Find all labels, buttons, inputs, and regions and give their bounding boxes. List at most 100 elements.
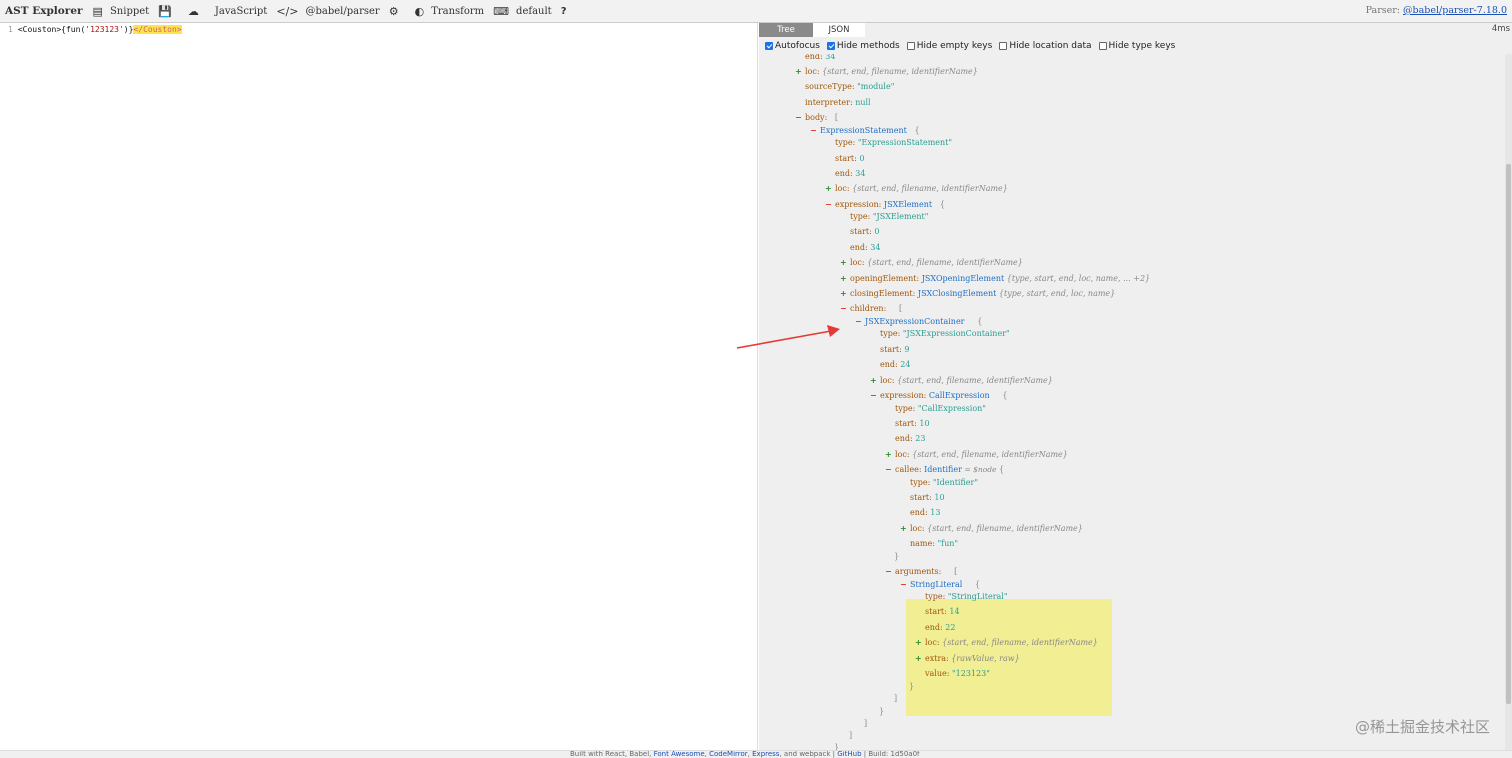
collapse-icon[interactable]: −	[870, 391, 877, 400]
collapse-icon[interactable]: −	[795, 113, 802, 122]
footer-link-fontawesome[interactable]: Font Awesome	[653, 750, 705, 758]
code-text: <Couston>{fun(	[17, 25, 86, 34]
collapse-icon[interactable]: −	[855, 317, 862, 326]
collapse-icon[interactable]: −	[840, 304, 847, 313]
language-menu[interactable]: JavaScript	[215, 6, 267, 17]
expand-icon[interactable]: +	[885, 450, 892, 459]
tree-row[interactable]: +loc: {start, end, filename, identifierN…	[795, 67, 978, 76]
expand-icon[interactable]: +	[915, 638, 922, 647]
option-autofocus[interactable]: Autofocus	[765, 41, 820, 51]
code-editor[interactable]: 1<Couston>{fun('123123')}</Couston>	[0, 23, 758, 750]
hide-empty-keys-checkbox[interactable]	[906, 41, 915, 50]
keymap-menu[interactable]: ⌨ default	[493, 6, 552, 17]
ast-tree: end: 34 +loc: {start, end, filename, ide…	[759, 54, 1504, 750]
line-number: 1	[8, 25, 13, 34]
expand-icon[interactable]: +	[900, 524, 907, 533]
expand-icon[interactable]: +	[870, 376, 877, 385]
parser-version-link[interactable]: @babel/parser-7.18.0	[1403, 5, 1507, 16]
gear-icon: ⚙	[388, 4, 399, 18]
tree-row: }	[909, 682, 915, 691]
toolbar: AST Explorer ▤ Snippet 💾 ☁ JavaScript </…	[0, 0, 1512, 23]
tree-row[interactable]: +closingElement: JSXClosingElement {type…	[840, 289, 1116, 298]
tree-row[interactable]: −body: [	[795, 113, 839, 122]
tree-row[interactable]: −children: [	[840, 304, 903, 313]
tree-row: end: 34	[835, 169, 866, 178]
tree-row[interactable]: −JSXExpressionContainer {	[855, 317, 983, 326]
tree-row: start: 9	[880, 345, 910, 354]
option-hide-empty-keys[interactable]: Hide empty keys	[906, 41, 992, 51]
tree-row: type: "Identifier"	[910, 478, 979, 487]
tree-row[interactable]: +loc: {start, end, filename, identifierN…	[825, 184, 1008, 193]
annotation-arrow-icon	[736, 325, 840, 349]
tree-row: value: "123123"	[925, 669, 990, 678]
hide-methods-checkbox[interactable]	[826, 41, 835, 50]
code-string: '123123'	[85, 25, 124, 34]
help-icon: ?	[560, 5, 567, 17]
code-text-mid: )}	[123, 25, 134, 34]
option-hide-location-data[interactable]: Hide location data	[999, 40, 1092, 51]
footer-link-github[interactable]: GitHub	[837, 750, 862, 758]
snippet-label: Snippet	[109, 5, 150, 17]
tree-row[interactable]: −expression: CallExpression {	[870, 391, 1008, 400]
tree-row[interactable]: +loc: {start, end, filename, identifierN…	[900, 524, 1083, 533]
hide-location-data-checkbox[interactable]	[999, 41, 1008, 50]
tab-tree[interactable]: Tree	[759, 23, 813, 37]
tree-row[interactable]: +loc: {start, end, filename, identifierN…	[840, 258, 1023, 267]
output-tabs: Tree JSON 4ms	[759, 23, 1512, 37]
watermark: @稀土掘金技术社区	[1354, 718, 1490, 736]
tree-options: Autofocus Hide methods Hide empty keys H…	[759, 37, 1512, 54]
tree-row[interactable]: −callee: Identifier = $node {	[885, 465, 1005, 474]
autofocus-checkbox[interactable]	[765, 41, 773, 50]
collapse-icon[interactable]: −	[900, 580, 907, 589]
tree-row[interactable]: −ExpressionStatement {	[810, 126, 920, 135]
tab-json[interactable]: JSON	[813, 23, 865, 37]
tree-row[interactable]: +extra: {rawValue, raw}	[915, 654, 1020, 663]
collapse-icon[interactable]: −	[885, 465, 892, 474]
save-button[interactable]: 💾	[158, 6, 179, 17]
scrollbar-thumb[interactable]	[1506, 164, 1511, 704]
tree-row[interactable]: −arguments: [	[885, 567, 958, 576]
tree-row[interactable]: −StringLiteral {	[900, 580, 981, 589]
parser-settings-button[interactable]: ⚙	[389, 6, 406, 17]
collapse-icon[interactable]: −	[810, 126, 817, 135]
collapse-icon[interactable]: −	[825, 200, 832, 209]
footer-link-codemirror[interactable]: CodeMirror	[709, 750, 748, 758]
tree-row[interactable]: +loc: {start, end, filename, identifierN…	[870, 376, 1053, 385]
footer-prefix: Built with React, Babel,	[570, 750, 652, 758]
tree-row[interactable]: +openingElement: JSXOpeningElement {type…	[840, 274, 1151, 283]
expand-icon[interactable]: +	[825, 184, 832, 193]
tree-row: start: 0	[850, 227, 880, 236]
help-button[interactable]: ?	[561, 6, 567, 17]
tree-row: sourceType: "module"	[805, 82, 895, 91]
tree-scrollbar[interactable]	[1505, 54, 1512, 750]
expand-icon[interactable]: +	[795, 67, 802, 76]
footer-link-express[interactable]: Express	[752, 750, 780, 758]
app-title: AST Explorer	[5, 5, 83, 17]
parser-menu[interactable]: </> @babel/parser	[276, 6, 379, 17]
parse-time: 4ms	[1491, 24, 1510, 34]
fork-button[interactable]: ☁	[188, 6, 206, 17]
snippet-menu[interactable]: ▤ Snippet	[93, 6, 150, 17]
expand-icon[interactable]: +	[840, 289, 847, 298]
code-line[interactable]: 1<Couston>{fun('123123')}</Couston>	[0, 23, 757, 34]
tree-row: interpreter: null	[805, 98, 871, 107]
cloud-icon: ☁	[187, 4, 199, 18]
transform-label: Transform	[431, 5, 485, 17]
expand-icon[interactable]: +	[915, 654, 922, 663]
tree-row[interactable]: +loc: {start, end, filename, identifierN…	[885, 450, 1068, 459]
toggle-icon: ◐	[414, 4, 425, 18]
tree-row: end: 24	[880, 360, 911, 369]
collapse-icon[interactable]: −	[885, 567, 892, 576]
option-hide-methods[interactable]: Hide methods	[826, 41, 900, 51]
transform-toggle[interactable]: ◐ Transform	[415, 6, 485, 17]
tree-row: }	[879, 707, 885, 716]
footer-build: | Build: 1d50a0f	[863, 750, 920, 758]
hide-location-data-label: Hide location data	[1009, 40, 1092, 51]
option-hide-type-keys[interactable]: Hide type keys	[1098, 41, 1175, 51]
hide-type-keys-checkbox[interactable]	[1098, 41, 1107, 50]
tree-row[interactable]: +loc: {start, end, filename, identifierN…	[915, 638, 1098, 647]
expand-icon[interactable]: +	[840, 274, 847, 283]
tree-row[interactable]: −expression: JSXElement {	[825, 200, 945, 209]
tree-row: type: "JSXExpressionContainer"	[880, 329, 1010, 338]
expand-icon[interactable]: +	[840, 258, 847, 267]
